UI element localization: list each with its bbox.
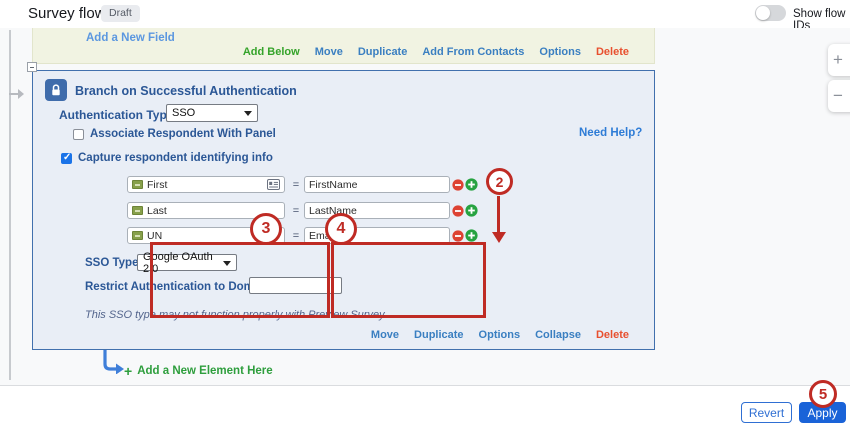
menu-delete[interactable]: Delete <box>595 329 629 341</box>
add-field-icon[interactable] <box>465 178 478 191</box>
embedded-field-icon <box>132 180 143 189</box>
zoom-out-button[interactable]: − <box>828 80 850 112</box>
revert-button[interactable]: Revert <box>741 402 792 423</box>
remove-field-icon[interactable] <box>452 205 464 217</box>
menu-add-below[interactable]: Add Below <box>242 46 300 58</box>
auth-type-select[interactable]: SSO <box>166 104 258 122</box>
mapped-input-firstname[interactable]: FirstName <box>304 176 450 193</box>
contact-fields-block: Add a New Field Add Below Move Duplicate… <box>32 28 655 64</box>
equals-sign: = <box>292 179 300 191</box>
auth-type-label: Authentication Type: <box>59 108 178 122</box>
block-menu: Add Below Move Duplicate Add From Contac… <box>243 46 629 58</box>
field-value: Last <box>147 204 167 217</box>
menu-move[interactable]: Move <box>314 46 343 58</box>
menu-add-from-contacts[interactable]: Add From Contacts <box>422 46 525 58</box>
apply-button[interactable]: Apply <box>799 402 846 423</box>
menu-move[interactable]: Move <box>370 329 400 341</box>
page-title: Survey flow <box>28 5 106 22</box>
annotation-arrow-head-icon <box>492 232 506 243</box>
show-flow-ids-toggle[interactable] <box>755 5 786 21</box>
flow-rail <box>9 30 11 380</box>
embedded-field-icon <box>132 206 143 215</box>
capture-info-label: Capture respondent identifying info <box>78 152 273 164</box>
embedded-field-icon <box>132 231 143 240</box>
equals-sign: = <box>292 230 300 242</box>
add-new-element-label: Add a New Element Here <box>137 365 273 377</box>
zoom-in-button[interactable]: + <box>828 44 850 76</box>
associate-panel-label: Associate Respondent With Panel <box>90 128 276 140</box>
menu-duplicate[interactable]: Duplicate <box>357 46 408 58</box>
flow-rail-arrow-icon <box>18 89 24 99</box>
add-field-icon[interactable] <box>465 204 478 217</box>
annotation-step-4: 4 <box>325 213 357 245</box>
add-field-icon[interactable] <box>465 229 478 242</box>
menu-options[interactable]: Options <box>478 329 521 341</box>
branch-connector-arrow-icon <box>100 350 126 379</box>
sso-type-label: SSO Type: <box>85 257 143 269</box>
field-input-first[interactable]: First <box>127 176 285 193</box>
menu-options[interactable]: Options <box>539 46 581 58</box>
restrict-domains-label: Restrict Authentication to Domain(s) <box>85 281 285 293</box>
plus-icon: + <box>124 363 133 379</box>
toggle-knob-icon <box>756 6 770 20</box>
field-input-last[interactable]: Last <box>127 202 285 219</box>
annotation-step-3: 3 <box>250 213 282 245</box>
collapse-block-icon[interactable] <box>27 62 37 72</box>
flow-rail-arrow <box>9 93 18 95</box>
add-new-element-link[interactable]: + Add a New Element Here <box>124 363 273 379</box>
need-help-link[interactable]: Need Help? <box>579 127 643 139</box>
minus-icon: − <box>833 86 843 105</box>
menu-delete[interactable]: Delete <box>595 46 629 58</box>
associate-panel-checkbox[interactable] <box>73 129 84 140</box>
lock-icon <box>45 79 67 101</box>
field-value: First <box>147 178 168 191</box>
annotation-arrow <box>497 196 500 232</box>
menu-duplicate[interactable]: Duplicate <box>414 329 464 341</box>
annotation-step-5: 5 <box>809 380 837 408</box>
capture-info-checkbox[interactable] <box>61 152 72 164</box>
field-value: FirstName <box>309 178 358 191</box>
status-badge: Draft <box>101 5 140 22</box>
contact-card-icon[interactable] <box>267 179 280 190</box>
plus-icon: + <box>833 50 843 69</box>
remove-field-icon[interactable] <box>452 230 464 242</box>
annotation-box-fields <box>150 242 330 318</box>
remove-field-icon[interactable] <box>452 179 464 191</box>
equals-sign: = <box>292 205 300 217</box>
footer-divider <box>0 385 850 386</box>
menu-collapse[interactable]: Collapse <box>535 329 581 341</box>
field-value: UN <box>147 229 163 242</box>
annotation-step-2: 2 <box>486 168 513 195</box>
branch-title: Branch on Successful Authentication <box>75 84 297 98</box>
mapped-input-lastname[interactable]: LastName <box>304 202 450 219</box>
sso-type-select[interactable]: Google OAuth 2.0 <box>137 251 237 275</box>
add-new-field-link[interactable]: Add a New Field <box>86 32 175 44</box>
annotation-box-mapped <box>331 242 486 318</box>
branch-authentication-block: Branch on Successful Authentication Auth… <box>32 70 655 350</box>
restrict-domains-input[interactable] <box>249 277 342 294</box>
branch-menu: Move Duplicate Options Collapse Delete <box>371 329 629 341</box>
